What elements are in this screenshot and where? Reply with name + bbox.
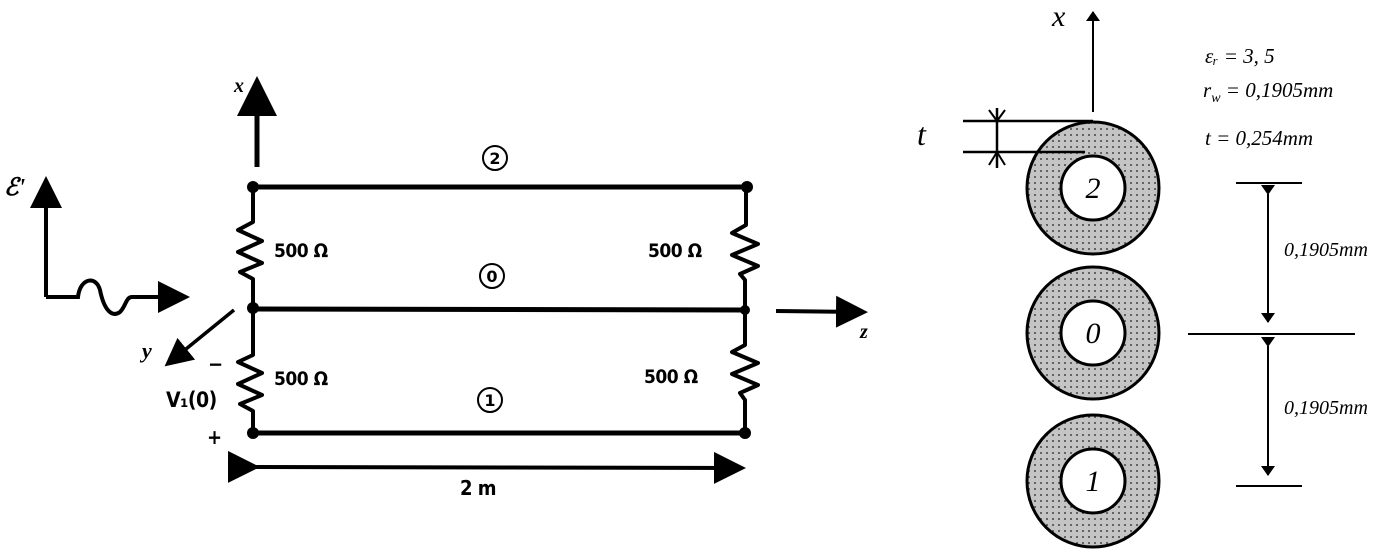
param-radius-subscript: w [1211,91,1221,107]
conductor-label-1: 1 [1085,465,1101,498]
cross-section-x-label: x [1052,0,1066,33]
param-radius-value: = 0,1905mm [1220,78,1334,102]
conductor-2-core [1059,154,1127,222]
field-wave-arrow [46,278,190,316]
right-resistor-lower [730,310,760,433]
length-label: 2 m [460,476,497,500]
left-resistor-upper [236,187,264,309]
wire-tag-2: 2 [482,145,508,171]
conductor-label-0: 0 [1085,317,1101,350]
conductor-0-core [1059,299,1127,367]
voltage-label: V₁(0) [166,388,217,412]
node-right-top [741,181,753,193]
node-left-bottom [247,427,259,439]
x-axis-label: x [234,75,244,97]
y-axis-arrow [164,308,236,367]
param-radius-symbol: r [1203,78,1212,102]
wire-0 [252,306,747,313]
param-radius: rw = 0,1905mm [1203,80,1333,106]
resistor-label-left-lower: 500 Ω [274,368,328,390]
cable-cross-section [963,11,1355,549]
node-left-top [247,181,259,193]
resistor-label-right-upper: 500 Ω [648,240,702,262]
voltage-minus: − [208,352,223,376]
transmission-line-circuit [30,76,868,484]
spacing-label-upper: 0,1905mm [1284,239,1368,261]
t-label: t [917,116,926,152]
param-thickness: t = 0,254mm [1205,126,1314,150]
wire-tag-1: 1 [477,387,503,413]
resistor-label-left-upper: 500 Ω [274,240,328,262]
right-resistor-upper [730,187,760,310]
node-left-mid [247,302,259,314]
length-dimension-line [227,450,746,484]
conductor-label-2: 2 [1085,172,1101,205]
spacing-label-lower: 0,1905mm [1284,397,1368,419]
node-right-mid [740,305,750,315]
z-axis-arrow [775,295,868,328]
conductor-1-core [1059,447,1127,515]
incident-field-label: ℰ' [4,175,26,201]
resistor-label-right-lower: 500 Ω [644,366,698,388]
voltage-plus: + [207,425,222,449]
node-right-bottom [739,427,751,439]
param-epsilon: εᵣ = 3, 5 [1205,44,1275,68]
y-axis-label: y [142,338,152,363]
left-resistor-lower [236,309,264,433]
z-axis-label: z [860,321,868,343]
wire-tag-0: 0 [479,263,505,289]
